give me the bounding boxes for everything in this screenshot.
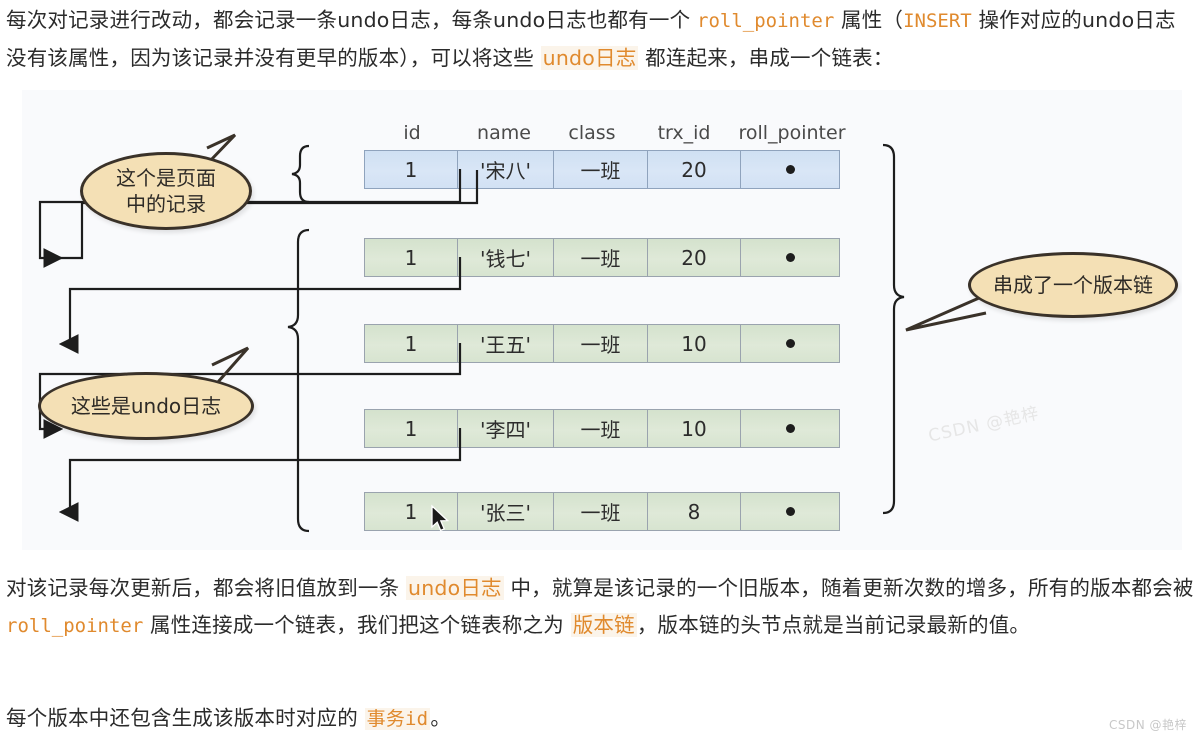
cell-roll-pointer (741, 410, 839, 447)
callout-current-record[interactable]: 这个是页面 中的记录 (80, 152, 252, 230)
column-header-name: name (477, 122, 531, 144)
bubble-tail-undo (211, 346, 250, 383)
brace-version-chain (882, 143, 905, 515)
text-segment: 操作对应的undo日志没有该属性，因为该记录并没有更早的版本），可以将这些 (6, 8, 1176, 70)
cell-id: 1 (365, 239, 458, 276)
cell-name: '王五' (458, 325, 554, 362)
paragraph-intro: 每次对记录进行改动，都会记录一条undo日志，每条undo日志也都有一个 rol… (6, 2, 1196, 77)
text-segment: 都连起来，串成一个链表： (638, 46, 894, 70)
cell-class: 一班 (554, 239, 648, 276)
column-header-class: class (568, 122, 616, 144)
cell-trx-id: 10 (648, 325, 741, 362)
text-segment: 每个版本中还包含生成该版本时对应的 (6, 706, 365, 730)
highlight-undo-log: undo日志 (540, 46, 639, 70)
text-segment: 中，就算是该记录的一个旧版本，随着更新次数的增多，所有的版本都会被 (503, 576, 1194, 600)
link-arrow-2 (58, 257, 462, 354)
cell-class: 一班 (554, 151, 648, 188)
paragraph-trx-id: 每个版本中还包含生成该版本时对应的 事务id。 (6, 700, 1006, 738)
cell-class: 一班 (554, 493, 648, 530)
version-chain-diagram: id name class trx_id roll_pointer 1 '宋八'… (22, 90, 1182, 550)
cell-roll-pointer (741, 239, 839, 276)
bubble-tail-version-chain (905, 296, 987, 332)
cell-roll-pointer (741, 493, 839, 530)
table-row[interactable]: 1 '王五' 一班 10 (364, 324, 840, 363)
cell-name: '张三' (458, 493, 554, 530)
table-row[interactable]: 1 '宋八' 一班 20 (364, 150, 840, 189)
table-row[interactable]: 1 '钱七' 一班 20 (364, 238, 840, 277)
inline-code-insert: INSERT (903, 10, 972, 32)
callout-line-1: 这个是页面 (116, 166, 216, 190)
csdn-watermark: CSDN @艳梓 (1108, 718, 1187, 732)
text-segment: 属性（ (834, 8, 904, 32)
text-segment: 对该记录每次更新后，都会将旧值放到一条 (6, 576, 407, 600)
link-arrow-4 (58, 428, 462, 522)
cell-trx-id: 20 (648, 151, 741, 188)
highlight-undo-log: undo日志 (406, 576, 504, 600)
bubble-tail-current (206, 133, 237, 164)
pointer-dot-icon (785, 424, 795, 433)
text-segment: 属性连接成一个链表，我们把这个链表称之为 (143, 613, 571, 637)
cell-roll-pointer (741, 151, 839, 188)
text-segment: ，版本链的头节点就是当前记录最新的值。 (636, 613, 1031, 637)
brace-current-record (291, 144, 310, 204)
column-header-trx-id: trx_id (657, 122, 711, 144)
column-header-roll-pointer: roll_pointer (738, 122, 846, 144)
callout-undo-logs-text: 这些是undo日志 (70, 394, 222, 418)
highlight-version-chain: 版本链 (570, 613, 637, 637)
pointer-dot-icon (785, 165, 795, 174)
cell-id: 1 (365, 493, 458, 530)
cell-name: '宋八' (458, 151, 554, 188)
text-segment: 。 (430, 706, 452, 730)
paragraph-explanation: 对该记录每次更新后，都会将旧值放到一条 undo日志 中，就算是该记录的一个旧版… (6, 570, 1196, 645)
cell-trx-id: 10 (648, 410, 741, 447)
inline-code-roll-pointer: roll_pointer (6, 615, 144, 637)
cell-name: '钱七' (458, 239, 554, 276)
cell-class: 一班 (554, 410, 648, 447)
connector-layer (38, 133, 987, 533)
text-segment: 每次对记录进行改动，都会记录一条undo日志，每条undo日志也都有一个 (6, 8, 697, 32)
cell-trx-id: 8 (648, 493, 741, 530)
cell-roll-pointer (741, 325, 839, 362)
callout-line-2: 中的记录 (126, 192, 206, 216)
cell-id: 1 (365, 151, 458, 188)
table-row[interactable]: 1 '李四' 一班 10 (364, 409, 840, 448)
cell-trx-id: 20 (648, 239, 741, 276)
pointer-dot-icon (785, 253, 795, 262)
callout-current-record-text: 这个是页面 中的记录 (116, 165, 216, 217)
callout-version-chain[interactable]: 串成了一个版本链 (968, 252, 1178, 318)
callout-version-chain-text: 串成了一个版本链 (993, 273, 1153, 297)
cell-class: 一班 (554, 325, 648, 362)
column-header-id: id (403, 122, 421, 144)
pointer-dot-icon (785, 339, 795, 348)
cell-id: 1 (365, 325, 458, 362)
pointer-dot-icon (785, 507, 795, 516)
brace-undo-logs (287, 228, 310, 533)
link-arrow-1-path (38, 169, 462, 268)
cell-id: 1 (365, 410, 458, 447)
inline-code-roll-pointer: roll_pointer (697, 10, 835, 32)
link-arrow-3 (38, 343, 462, 439)
callout-undo-logs[interactable]: 这些是undo日志 (38, 372, 254, 440)
cell-name: '李四' (458, 410, 554, 447)
highlight-trx-id: 事务id (364, 708, 431, 730)
